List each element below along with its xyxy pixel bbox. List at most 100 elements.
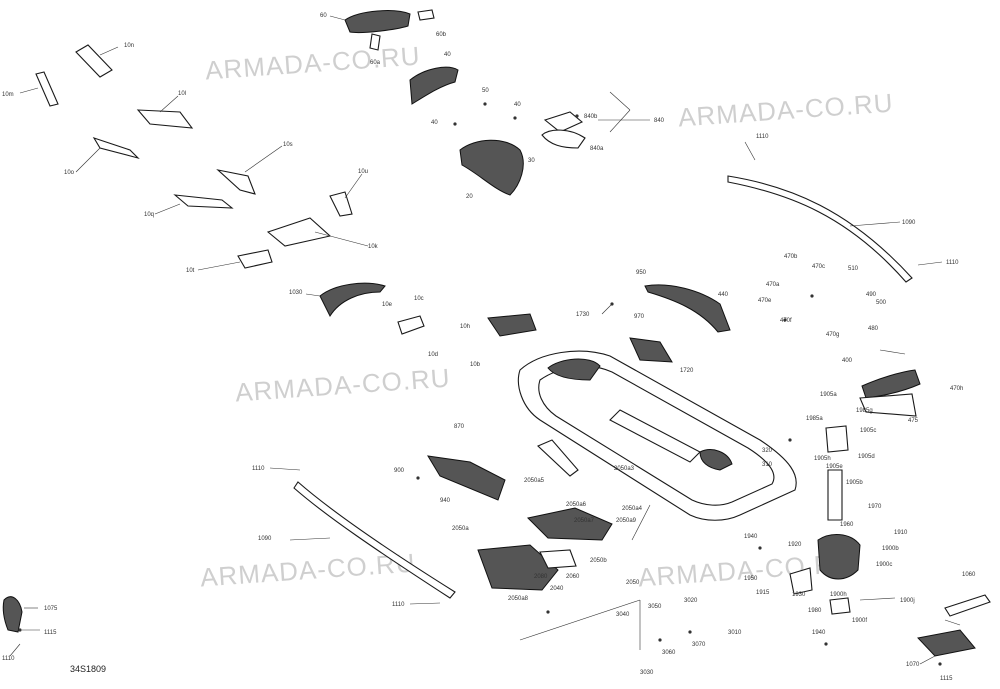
callout: 10o [64, 170, 75, 176]
callout: 1115 [940, 676, 953, 682]
part-2050-console [477, 507, 613, 591]
callout: 320 [762, 448, 773, 454]
callout: 900 [394, 468, 405, 474]
callout: 1090 [902, 220, 916, 226]
callout: 470b [784, 254, 798, 260]
callout: 1905c [860, 428, 876, 434]
callout: 10n [124, 43, 134, 49]
callout: 10b [470, 362, 481, 368]
callout: 60 [320, 13, 327, 19]
callout: 490 [866, 292, 877, 298]
callout: 3050 [648, 604, 662, 610]
part-1090-rubrail-upper [727, 175, 913, 283]
callout: 10s [283, 142, 293, 148]
part-950-panel [629, 284, 731, 363]
hardware-fasteners [18, 102, 942, 666]
callout: 2080 [534, 574, 548, 580]
callout: 440 [718, 292, 729, 298]
main-deck [517, 350, 797, 521]
callout: 10q [144, 212, 154, 218]
callout: 1720 [680, 368, 694, 374]
callout: 3070 [692, 642, 706, 648]
callout: 2050a8 [508, 596, 529, 602]
callout: 2050a9 [616, 518, 637, 524]
part-1090-rubrail-lower [293, 481, 456, 599]
callout: 1900f [852, 618, 867, 624]
callout: 1110 [2, 656, 15, 662]
callout: 3030 [640, 670, 654, 676]
callout: 475 [908, 418, 919, 424]
document-id: 34S1809 [70, 664, 107, 674]
callout: 1950 [744, 576, 758, 582]
callout: 2050 [626, 580, 640, 586]
callout: 1060 [962, 572, 976, 578]
callout: 2050a3 [614, 466, 635, 472]
part-1060-bumper [917, 594, 991, 657]
callout: 10t [186, 268, 195, 274]
callout: 10k [368, 244, 379, 250]
callout: 1900c [876, 562, 892, 568]
callout: 10l [178, 91, 186, 97]
callout: 1985g [856, 408, 873, 414]
part-60-cover [344, 9, 435, 51]
callout: 1110 [756, 134, 769, 140]
callout: 470e [758, 298, 772, 304]
part-1030-trim [319, 282, 537, 337]
callout: 1900b [882, 546, 899, 552]
callout: 1900h [830, 592, 847, 598]
callout: 3020 [684, 598, 698, 604]
callout: 10e [382, 302, 393, 308]
callout: 1930 [792, 592, 806, 598]
callout: 840 [654, 118, 665, 124]
callout: 840b [584, 114, 598, 120]
part-1075-bumper [2, 596, 23, 633]
callout: 10u [358, 169, 368, 175]
callout: 2050a5 [524, 478, 545, 484]
callout: 400 [842, 358, 853, 364]
callout: 1900j [900, 598, 915, 604]
callout: 1905e [826, 464, 843, 470]
callout: 2040 [550, 586, 564, 592]
callout: 470a [766, 282, 780, 288]
callout: 40 [431, 120, 438, 126]
callout: 1075 [44, 606, 58, 612]
part-470-handle [859, 369, 921, 417]
leader-lines [9, 15, 961, 665]
callout: 950 [636, 270, 647, 276]
callout: 470f [780, 318, 792, 324]
callout: 1940 [812, 630, 826, 636]
callout: 2050a4 [622, 506, 643, 512]
callout: 1030 [289, 290, 303, 296]
callout: 840a [590, 146, 604, 152]
callout: 3040 [616, 612, 630, 618]
callout: 470g [826, 332, 839, 338]
part-1900-steering-assembly [789, 534, 861, 615]
callout: 1915 [756, 590, 770, 596]
callout: 480 [868, 326, 879, 332]
part-900-side-panel [427, 439, 579, 501]
part-20-glovebox [459, 139, 524, 196]
callout: 310 [762, 462, 773, 468]
callout: 50 [482, 88, 489, 94]
callout-labels: 60 60a 60b 10m 10n 10l 10o 10s 10u 10q 1… [2, 13, 976, 682]
callout: 2050a [452, 526, 469, 532]
callout: 1960 [840, 522, 854, 528]
callout: 2050a7 [574, 518, 595, 524]
callout: 1940 [744, 534, 758, 540]
callout: 1070 [906, 662, 920, 668]
callout: 2050a6 [566, 502, 587, 508]
callout: 470c [812, 264, 825, 270]
callout: 1980 [808, 608, 822, 614]
callout: 1910 [894, 530, 908, 536]
callout: 1905h [814, 456, 831, 462]
callout: 1905b [846, 480, 863, 486]
callout: 1905d [858, 454, 875, 460]
callout: 10d [428, 352, 438, 358]
callout: 20 [466, 194, 473, 200]
callout: 1115 [44, 630, 57, 636]
callout: 60b [436, 32, 447, 38]
part-840-lid [541, 111, 586, 149]
callout: 2050b [590, 558, 607, 564]
part-1905-column [825, 425, 849, 521]
